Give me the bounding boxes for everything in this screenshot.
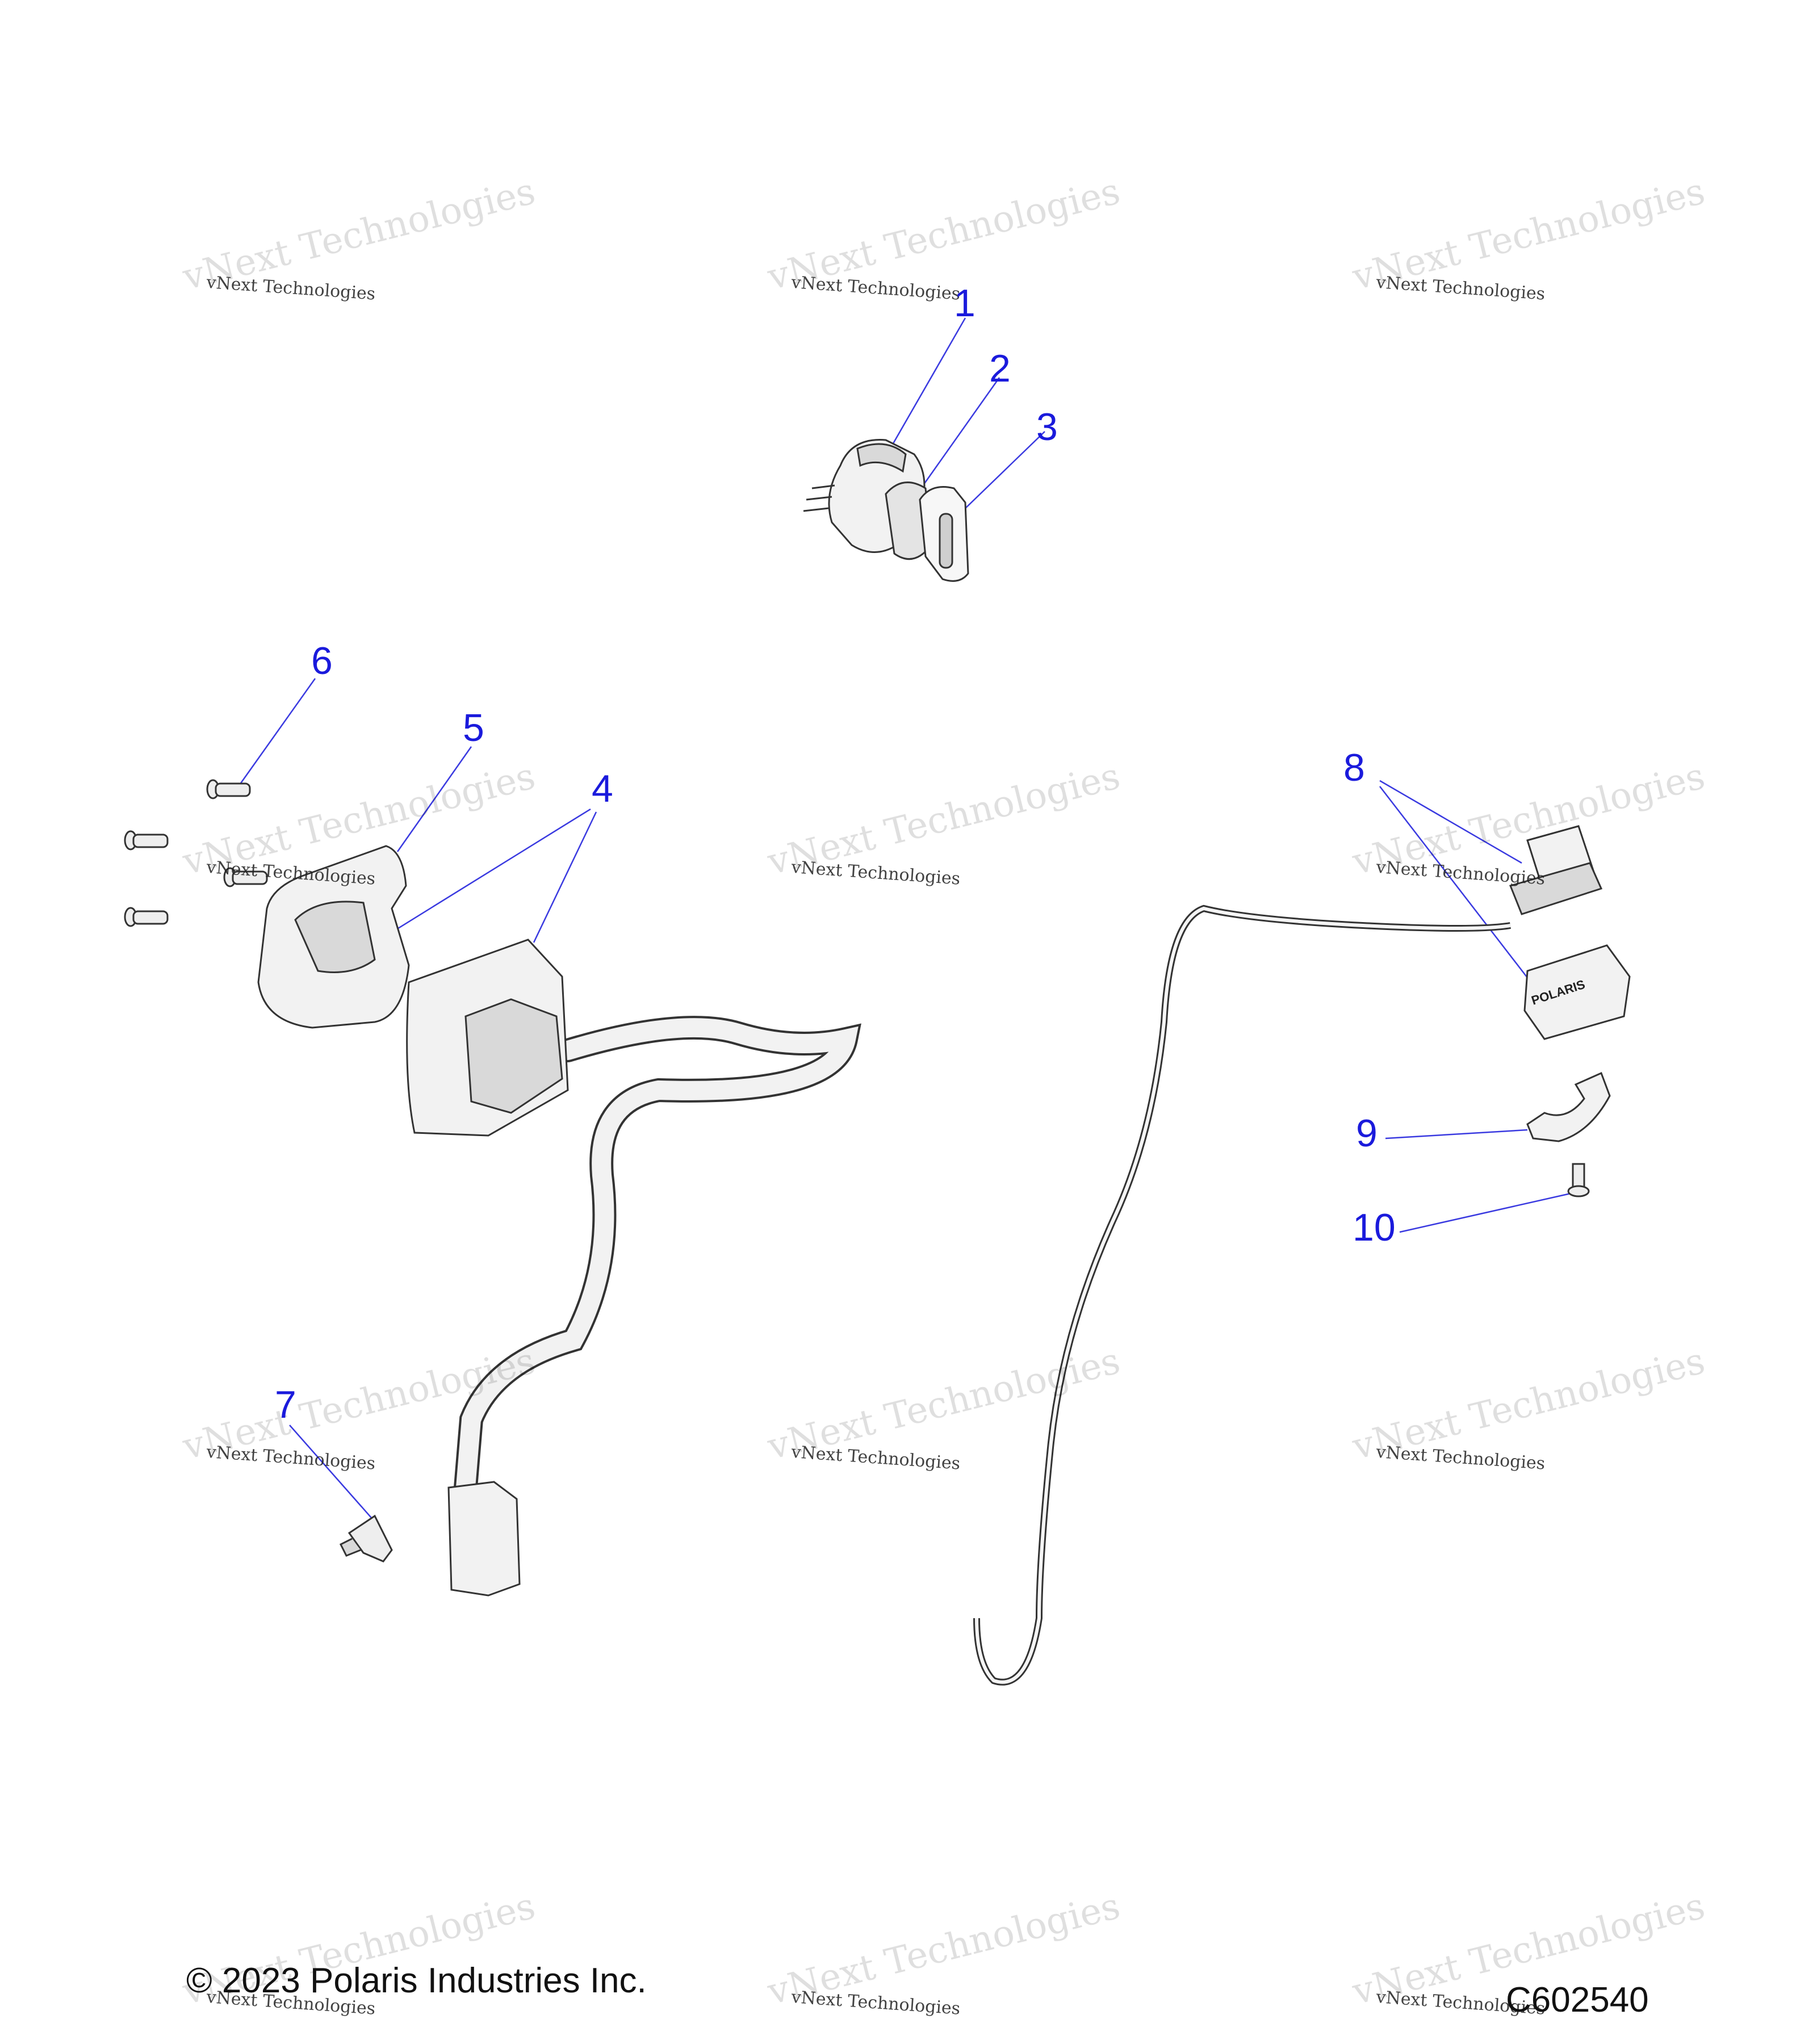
- callout-9[interactable]: 9: [1356, 1112, 1378, 1155]
- leader-10: [1399, 1191, 1576, 1233]
- leader-6: [237, 678, 316, 787]
- callout-3[interactable]: 3: [1036, 405, 1058, 449]
- callout-1[interactable]: 1: [954, 282, 976, 325]
- leader-9: [1385, 1129, 1528, 1140]
- leader-4a: [388, 808, 591, 935]
- bolt: [1567, 1163, 1590, 1197]
- push-clip: [339, 1514, 393, 1563]
- screw-c: [223, 867, 268, 887]
- callout-8[interactable]: 8: [1343, 746, 1365, 789]
- callout-10[interactable]: 10: [1353, 1206, 1396, 1249]
- leader-2: [916, 377, 1000, 495]
- clamp: [1526, 1071, 1611, 1142]
- callout-4[interactable]: 4: [592, 767, 613, 810]
- receptacle-cable: [973, 904, 1511, 1686]
- callout-2[interactable]: 2: [989, 347, 1011, 390]
- ignition-switch-assembly: [803, 439, 969, 582]
- copyright-text: © 2023 Polaris Industries Inc.: [186, 1961, 647, 2000]
- leader-lines: [237, 317, 1576, 1522]
- receptacle-bezel: [1523, 944, 1631, 1040]
- switch-flange: [856, 443, 907, 473]
- leader-8a: [1379, 780, 1522, 864]
- leader-4b: [533, 811, 597, 943]
- switch-housing-rear: [257, 845, 410, 1029]
- connector: [447, 1481, 521, 1597]
- receptacle-base: [1509, 862, 1603, 915]
- screw-d: [124, 907, 169, 927]
- leader-1: [887, 317, 966, 452]
- callout-5[interactable]: 5: [463, 706, 484, 749]
- screws: [124, 779, 268, 927]
- key-slot: [939, 513, 953, 569]
- leader-8b: [1379, 786, 1534, 986]
- figure-code: C602540: [1506, 1980, 1649, 2020]
- screw-b: [124, 830, 169, 851]
- receptacle-assembly: POLARIS: [973, 825, 1631, 1686]
- leader-7: [289, 1425, 375, 1522]
- leader-3: [959, 431, 1045, 514]
- callout-7[interactable]: 7: [275, 1383, 296, 1426]
- screw-a: [206, 779, 251, 799]
- callout-6[interactable]: 6: [311, 639, 333, 682]
- switch-terminals: [803, 484, 835, 512]
- leader-5: [396, 746, 472, 852]
- switch-control-assembly: [406, 939, 861, 1597]
